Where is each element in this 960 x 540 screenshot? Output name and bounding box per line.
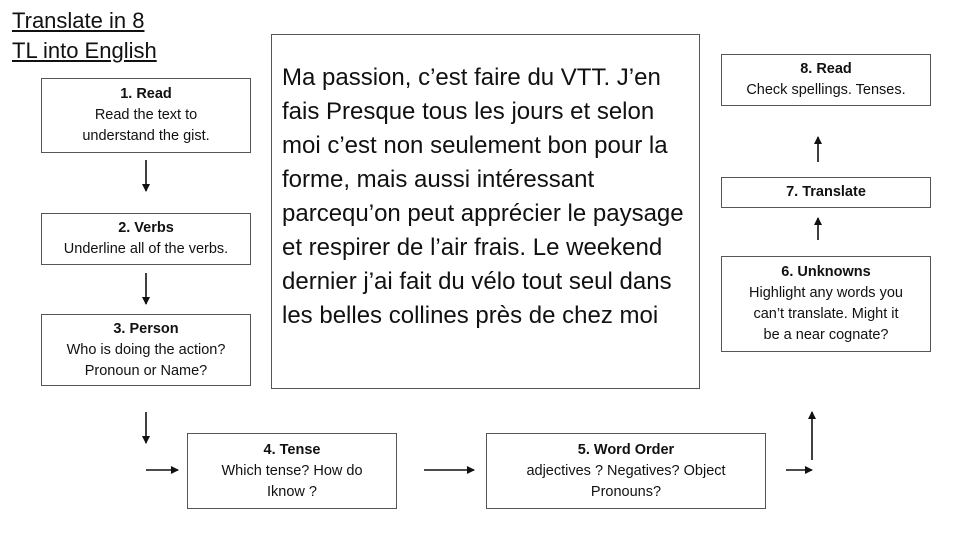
step-1-read-box: 1. Read Read the text to understand the …	[41, 78, 251, 153]
passage-box: Ma passion, c’est faire du VTT. J’en fai…	[271, 34, 700, 389]
step-5-word-order-box: 5. Word Order adjectives ? Negatives? Ob…	[486, 433, 766, 509]
step-heading: 1. Read	[120, 86, 172, 102]
step-heading: 6. Unknowns	[781, 264, 871, 280]
step-4-tense-box: 4. Tense Which tense? How do Iknow ?	[187, 433, 397, 509]
step-text: Who is doing the action?	[66, 341, 226, 358]
step-text: Pronouns?	[590, 483, 662, 500]
step-heading: 4. Tense	[263, 441, 321, 458]
step-2-verbs-box: 2. Verbs Underline all of the verbs.	[41, 213, 251, 265]
step-text: Pronoun or Name?	[84, 362, 208, 379]
title-line-2: TL into English	[12, 38, 157, 63]
step-text: Read the text to	[94, 107, 198, 123]
step-7-translate-box: 7. Translate	[721, 177, 931, 208]
step-text: Highlight any words you	[749, 285, 903, 301]
slide-title: Translate in 8 TL into English	[12, 6, 157, 66]
step-heading: 2. Verbs	[118, 220, 174, 236]
step-heading: 3. Person	[113, 320, 179, 337]
step-text: understand the gist.	[82, 128, 210, 144]
step-text: be a near cognate?	[763, 327, 889, 343]
step-text: Underline all of the verbs.	[63, 241, 229, 257]
step-3-person-box: 3. Person Who is doing the action? Prono…	[41, 314, 251, 386]
title-line-1: Translate in 8	[12, 8, 145, 33]
step-heading: 7. Translate	[786, 184, 866, 200]
step-6-unknowns-box: 6. Unknowns Highlight any words you can’…	[721, 256, 931, 352]
step-text: Which tense? How do	[221, 462, 363, 479]
step-text: Check spellings. Tenses.	[746, 82, 906, 98]
passage-text: Ma passion, c’est faire du VTT. J’en fai…	[282, 64, 684, 329]
step-text: adjectives ? Negatives? Object	[526, 462, 726, 479]
step-text: Iknow ?	[267, 483, 317, 500]
step-heading: 5. Word Order	[577, 441, 675, 458]
step-text: can’t translate. Might it	[753, 306, 899, 322]
step-heading: 8. Read	[800, 61, 852, 77]
step-8-read-box: 8. Read Check spellings. Tenses.	[721, 54, 931, 106]
